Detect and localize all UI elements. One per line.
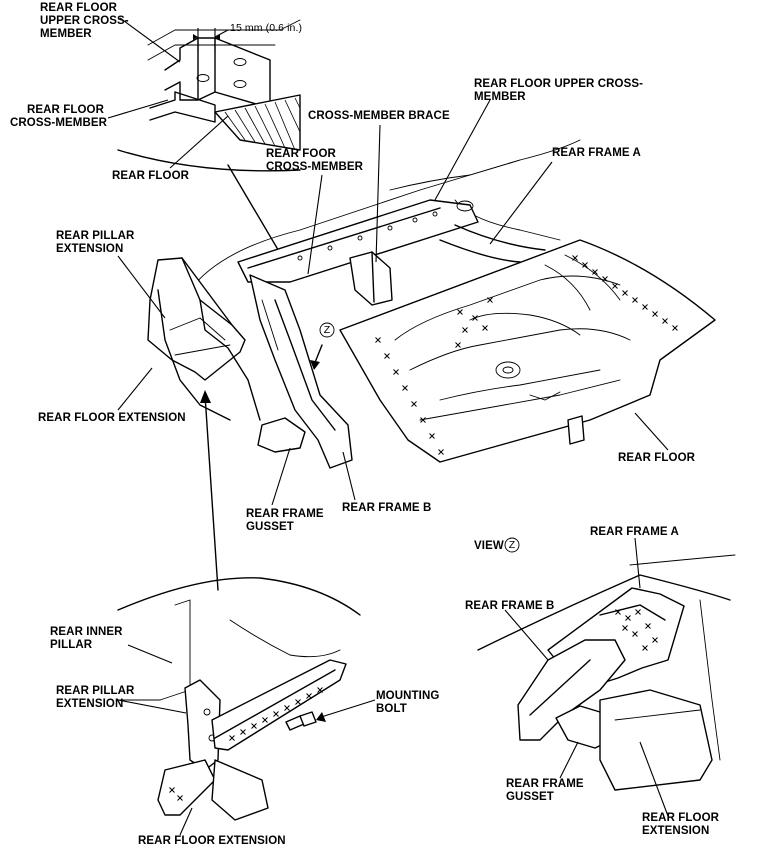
spot-weld-mark	[262, 717, 268, 723]
spot-weld-mark	[632, 297, 638, 303]
spot-weld-mark	[622, 625, 628, 631]
spot-weld-mark	[438, 449, 444, 455]
spot-weld-mark	[306, 693, 312, 699]
spot-weld-mark	[411, 401, 417, 407]
label-rear-floor: REAR FLOOR	[618, 452, 696, 464]
label-detail-rear-floor-cross-member: REAR FLOOR CROSS-MEMBER	[10, 104, 108, 129]
spot-weld-mark	[642, 304, 648, 310]
spot-weld-mark	[284, 705, 290, 711]
spot-weld-mark	[375, 337, 381, 343]
spot-weld-mark	[645, 623, 651, 629]
view-z-detail	[477, 537, 736, 817]
spot-weld-mark	[317, 687, 323, 693]
pillar-detail-inset	[117, 577, 376, 836]
label-rear-foor-cross-member: REAR FOOR CROSS-MEMBER	[266, 148, 364, 173]
label-inset-rear-floor-extension: REAR FLOOR EXTENSION	[138, 835, 286, 847]
label-view-rear-frame-b: REAR FRAME B	[465, 600, 555, 612]
label-rear-floor-extension: REAR FLOOR EXTENSION	[38, 412, 186, 424]
spot-weld-mark	[487, 297, 493, 303]
label-rear-frame-gusset: REAR FRAME GUSSET	[246, 508, 324, 533]
spot-weld-mark	[457, 309, 463, 315]
spot-weld-mark	[662, 318, 668, 324]
spot-weld-mark	[240, 729, 246, 735]
spot-weld-mark	[592, 269, 598, 275]
spot-weld-mark	[652, 311, 658, 317]
inset-callout-line	[204, 394, 219, 591]
spot-weld-mark	[582, 262, 588, 268]
spot-weld-mark	[455, 342, 461, 348]
spot-weld-mark	[393, 369, 399, 375]
spot-weld-mark	[572, 255, 578, 261]
label-dimension: 15 mm (0.6 in.)	[230, 22, 303, 34]
label-view-z-marker: Z	[323, 324, 331, 336]
label-detail-upper-cross-member: REAR FLOOR UPPER CROSS- MEMBER	[40, 2, 129, 40]
spot-weld-mark	[625, 615, 631, 621]
label-view-circle: Z	[508, 539, 516, 551]
spot-weld-mark	[251, 723, 257, 729]
label-inset-rear-pillar-extension: REAR PILLAR EXTENSION	[56, 685, 135, 710]
label-rear-frame-b: REAR FRAME B	[342, 502, 432, 514]
spot-weld-mark	[169, 787, 175, 793]
spot-weld-mark	[642, 645, 648, 651]
spot-weld-mark	[273, 711, 279, 717]
spot-weld-mark	[652, 637, 658, 643]
spot-weld-mark	[420, 417, 426, 423]
spot-weld-mark	[472, 315, 478, 321]
spot-weld-mark	[612, 283, 618, 289]
label-rear-frame-a: REAR FRAME A	[552, 147, 641, 159]
spot-weld-mark	[635, 609, 641, 615]
spot-weld-mark	[229, 735, 235, 741]
spot-weld-mark	[429, 433, 435, 439]
main-assembly	[117, 99, 716, 506]
spot-weld-mark	[402, 385, 408, 391]
spot-weld-mark	[632, 631, 638, 637]
label-inset-mounting-bolt: MOUNTING BOLT	[376, 690, 440, 715]
label-view: VIEW	[474, 540, 504, 552]
cross-section-detail	[107, 17, 301, 172]
label-rear-pillar-extension: REAR PILLAR EXTENSION	[56, 230, 135, 255]
spot-weld-mark	[672, 325, 678, 331]
spot-weld-mark	[622, 290, 628, 296]
label-upper-cross-member: REAR FLOOR UPPER CROSS- MEMBER	[474, 78, 644, 103]
spot-weld-mark	[462, 327, 468, 333]
spot-weld-mark	[615, 609, 621, 615]
spot-weld-mark	[384, 353, 390, 359]
label-cross-member-brace: CROSS-MEMBER BRACE	[308, 110, 450, 122]
spot-weld-mark	[295, 699, 301, 705]
spot-weld-mark	[602, 276, 608, 282]
spot-weld-mark	[482, 325, 488, 331]
label-view-rear-floor-extension: REAR FLOOR EXTENSION	[642, 812, 720, 837]
label-view-rear-frame-a: REAR FRAME A	[590, 526, 679, 538]
label-detail-rear-floor: REAR FLOOR	[112, 170, 190, 182]
label-view-rear-frame-gusset: REAR FRAME GUSSET	[506, 778, 584, 803]
spot-weld-mark	[177, 795, 183, 801]
label-inset-rear-inner-pillar: REAR INNER PILLAR	[50, 626, 123, 651]
